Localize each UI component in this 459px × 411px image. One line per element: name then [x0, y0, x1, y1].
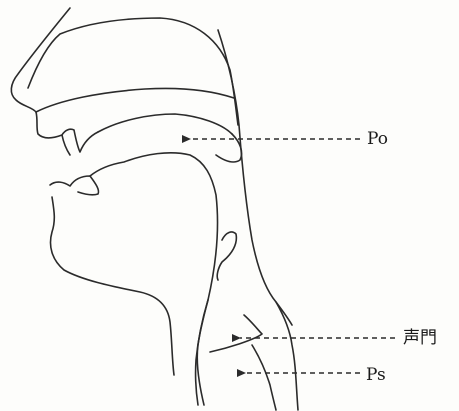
larynx-front-outline: [197, 300, 208, 405]
nasal-floor-outline: [36, 88, 234, 112]
glottis-label: 声門: [403, 330, 437, 347]
trachea-outline: [252, 345, 276, 410]
posterior-pharyngeal-wall: [218, 30, 292, 325]
vocal-fold-outline: [210, 315, 262, 352]
epiglottis-outline: [217, 232, 236, 280]
upper-lip-outline: [36, 112, 70, 155]
subglottal-pressure-label: Ps: [366, 367, 386, 384]
velum-outline: [216, 134, 242, 162]
chin-jaw-outline: [51, 197, 175, 375]
upper-teeth-outline: [62, 129, 98, 152]
oral-pressure-label: Po: [367, 131, 388, 148]
lower-teeth-outline: [50, 176, 99, 195]
nasal-cavity-outline: [28, 18, 238, 125]
hard-palate-outline: [98, 114, 232, 134]
